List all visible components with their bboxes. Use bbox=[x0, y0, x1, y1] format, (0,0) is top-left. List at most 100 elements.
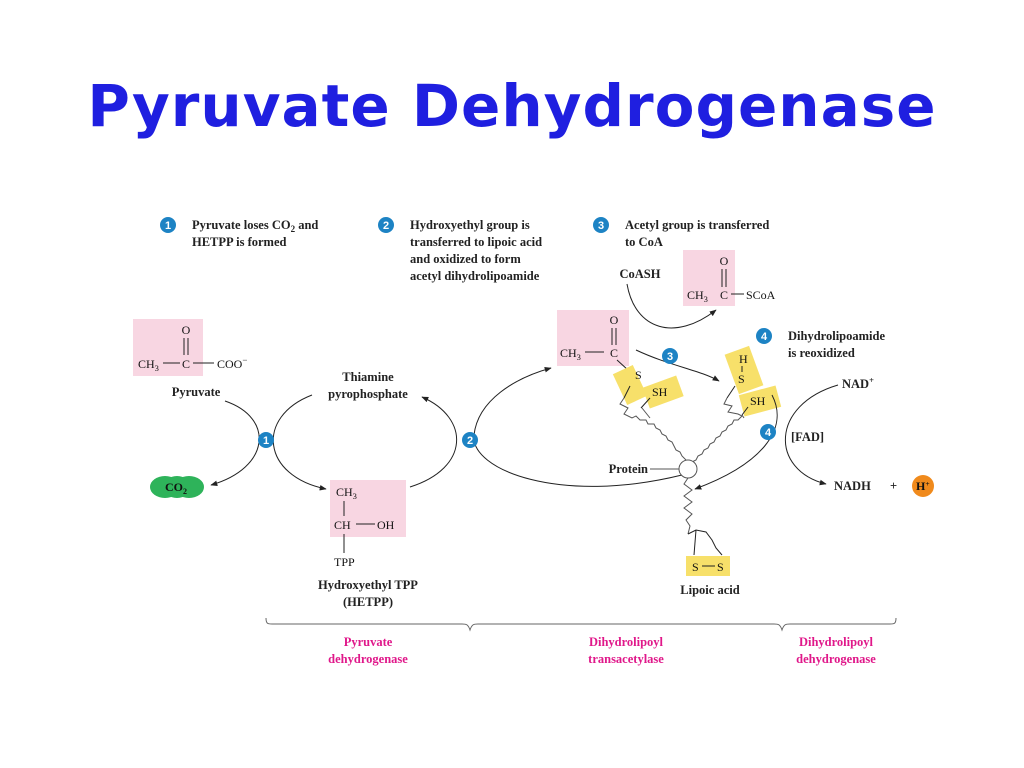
step-4-number: 4 bbox=[761, 331, 768, 343]
acetyl-coa-scoa: SCoA bbox=[746, 288, 776, 302]
step-4-marker-number: 4 bbox=[765, 427, 772, 439]
enzyme-2-line-1: Dihydrolipoyl bbox=[589, 635, 664, 649]
enzyme-1-line-2: dehydrogenase bbox=[328, 652, 408, 666]
thioester-sulfur: S bbox=[635, 368, 642, 382]
hetpp-highlight bbox=[330, 480, 406, 537]
hetpp-tpp: TPP bbox=[334, 555, 355, 569]
hetpp-hydroxyl: OH bbox=[377, 518, 395, 532]
step-2-line-3: and oxidized to form bbox=[410, 252, 521, 266]
step-1-line-2: HETPP is formed bbox=[192, 235, 286, 249]
hetpp-label-line-2: (HETPP) bbox=[343, 595, 393, 609]
arrow-tpp-to-hetpp bbox=[272, 394, 327, 491]
acetyl-lipoamide: O CH3 C S SH bbox=[557, 310, 684, 409]
enzyme-2-line-2: transacetylase bbox=[588, 652, 664, 666]
pyruvate-carboxylate: COO− bbox=[217, 355, 247, 371]
lipoic-acid-label: Lipoic acid bbox=[680, 583, 739, 597]
disulfide-sulfur-2: S bbox=[717, 560, 724, 574]
reduced-thiol-sulfur: S bbox=[738, 372, 745, 386]
tpp-label-line-2: pyrophosphate bbox=[328, 387, 408, 401]
acetyl-lipoamide-methyl: CH3 bbox=[560, 346, 581, 362]
acetyl-coa-oxygen: O bbox=[720, 254, 729, 268]
enzyme-3-line-1: Dihydrolipoyl bbox=[799, 635, 874, 649]
step-4-line-1: Dihydrolipoamide bbox=[788, 329, 885, 343]
arrow-reoxidation bbox=[694, 394, 778, 490]
proton-badge bbox=[912, 475, 934, 497]
step-1-legend: 1 Pyruvate loses CO2 and HETPP is formed bbox=[160, 217, 318, 249]
fad-label: [FAD] bbox=[791, 430, 824, 444]
step-2-line-2: transferred to lipoic acid bbox=[410, 235, 542, 249]
arrow-step-3 bbox=[635, 349, 720, 382]
enzyme-brackets bbox=[265, 617, 897, 632]
page-title: Pyruvate Dehydrogenase bbox=[87, 72, 937, 140]
hetpp-label-line-1: Hydroxyethyl TPP bbox=[318, 578, 418, 592]
thiol-1: SH bbox=[652, 385, 668, 399]
thiol-2: SH bbox=[750, 394, 766, 408]
tpp-label-line-1: Thiamine bbox=[342, 370, 394, 384]
step-3-line-1: Acetyl group is transferred bbox=[625, 218, 769, 232]
step-2-line-1: Hydroxyethyl group is bbox=[410, 218, 530, 232]
lipoyl-arm-right bbox=[691, 397, 743, 463]
disulfide-sulfur-1: S bbox=[692, 560, 699, 574]
thioester-sulfur-highlight bbox=[612, 364, 648, 406]
step-3-marker bbox=[662, 348, 678, 364]
lipoyl-arm-left bbox=[619, 397, 687, 461]
thiol-highlight-1 bbox=[642, 375, 684, 409]
step-1-badge bbox=[160, 217, 176, 233]
hetpp-ch: CH bbox=[334, 518, 351, 532]
acetyl-lipoamide-oxygen: O bbox=[610, 313, 619, 327]
step-2-badge bbox=[378, 217, 394, 233]
step-2-number: 2 bbox=[383, 220, 389, 232]
proton-label: H+ bbox=[916, 479, 930, 493]
step-4-badge bbox=[756, 328, 772, 344]
arrow-hetpp-to-tpp bbox=[409, 396, 458, 488]
lipoic-acid-chain bbox=[683, 477, 693, 535]
acetyl-coa-carbon: C bbox=[720, 288, 728, 302]
hetpp-molecule: CH3 CH OH TPP Hydroxyethyl TPP (HETPP) bbox=[318, 480, 418, 609]
co2-label: CO2 bbox=[165, 480, 187, 496]
step-3-marker-number: 3 bbox=[667, 351, 673, 363]
acetyl-coa-methyl: CH3 bbox=[687, 288, 708, 304]
step-1-number: 1 bbox=[165, 220, 171, 232]
pyruvate-carbon: C bbox=[182, 357, 190, 371]
arrow-to-acetyl-lipoamide bbox=[473, 366, 683, 487]
step-1-marker bbox=[258, 432, 274, 448]
enzyme-3-line-2: dehydrogenase bbox=[796, 652, 876, 666]
arrow-nad-to-nadh bbox=[785, 384, 839, 486]
step-2-legend: 2 Hydroxyethyl group is transferred to l… bbox=[378, 217, 542, 283]
reduced-thiol-highlight bbox=[724, 345, 764, 395]
pyruvate-molecule: O CH3 C COO− Pyruvate bbox=[133, 319, 247, 399]
protein-node bbox=[678, 459, 698, 479]
acetyl-lipoamide-carbon: C bbox=[610, 346, 618, 360]
arrow-pyruvate-to-co2 bbox=[210, 400, 260, 486]
step-3-legend: 3 Acetyl group is transferred to CoA bbox=[593, 217, 769, 249]
plus-sign: + bbox=[890, 479, 897, 493]
step-3-number: 3 bbox=[598, 220, 604, 232]
step-4-legend: 4 Dihydrolipoamide is reoxidized bbox=[756, 328, 885, 360]
acetyl-coa: O CH3 C SCoA bbox=[683, 250, 776, 306]
co2-product: CO2 bbox=[150, 476, 204, 498]
lipoic-acid: S S Lipoic acid bbox=[680, 529, 740, 597]
step-2-line-4: acetyl dihydrolipoamide bbox=[410, 269, 540, 283]
pyruvate-label: Pyruvate bbox=[172, 385, 221, 399]
coash-label: CoASH bbox=[620, 267, 661, 281]
hetpp-methyl: CH3 bbox=[336, 485, 357, 501]
pyruvate-methyl: CH3 bbox=[138, 357, 159, 373]
reduced-thiol-hydrogen: H bbox=[739, 352, 748, 366]
pyruvate-oxygen: O bbox=[182, 323, 191, 337]
protein-label: Protein bbox=[609, 462, 648, 476]
step-2-marker-number: 2 bbox=[467, 435, 473, 447]
step-1-marker-number: 1 bbox=[263, 435, 269, 447]
arrow-coash-to-acetyl-coa bbox=[626, 283, 717, 329]
dihydrolipoamide: H S SH bbox=[724, 345, 782, 417]
nad-label: NAD+ bbox=[842, 375, 874, 391]
pyruvate-highlight bbox=[133, 319, 203, 376]
nadh-label: NADH bbox=[834, 479, 871, 493]
thiol-highlight-2 bbox=[738, 385, 782, 417]
step-4-line-2: is reoxidized bbox=[788, 346, 855, 360]
step-2-marker bbox=[462, 432, 478, 448]
step-3-line-2: to CoA bbox=[625, 235, 663, 249]
acetyl-lipoamide-highlight bbox=[557, 310, 629, 366]
step-1-line-1: Pyruvate loses CO2 and bbox=[192, 218, 318, 234]
enzyme-1-line-1: Pyruvate bbox=[344, 635, 393, 649]
